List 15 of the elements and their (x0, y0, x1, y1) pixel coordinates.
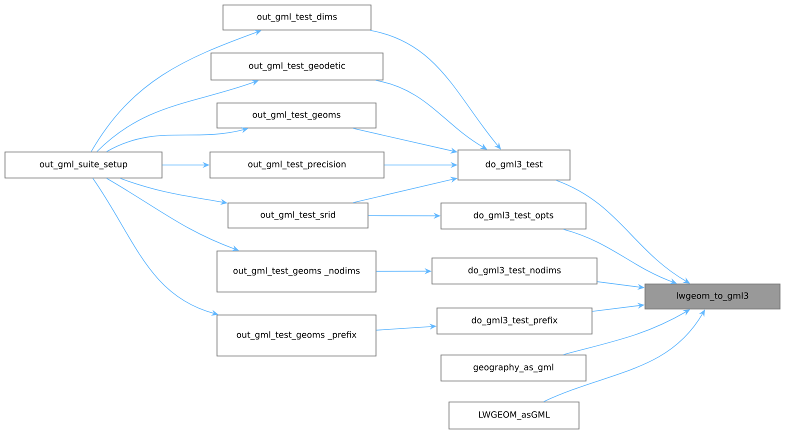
function-box: out_gml_test_geoms (216, 102, 376, 128)
function-box: do_gml3_test_prefix (436, 308, 592, 334)
function-box: out_gml_test_geodetic (210, 52, 384, 80)
function-box: out_gml_test_precision (210, 152, 384, 178)
function-box: out_gml_suite_setup (4, 152, 162, 178)
function-box: out_gml_test_geoms _prefix (216, 314, 376, 356)
function-box: geography_as_gml (440, 354, 586, 382)
function-box: out_gml_test_geoms _nodims (216, 250, 376, 292)
highlighted-function-box: lwgeom_to_gml3 (644, 284, 780, 310)
function-box: out_gml_test_dims (222, 4, 372, 30)
function-box: do_gml3_test (458, 150, 570, 180)
function-box: do_gml3_test_opts (440, 202, 586, 230)
function-box: LWGEOM_asGML (448, 402, 580, 430)
function-box: out_gml_test_srid (228, 202, 368, 228)
function-box: do_gml3_test_nodims (432, 258, 598, 284)
